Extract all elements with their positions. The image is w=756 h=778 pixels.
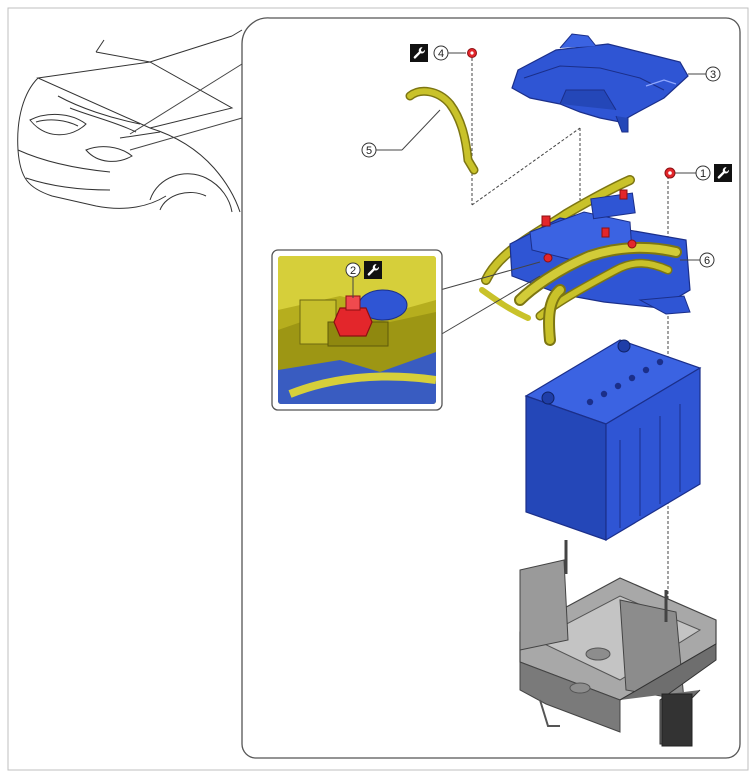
callout-6: 6 <box>680 252 715 268</box>
zoom-leader-upper <box>129 63 243 135</box>
battery-part <box>524 339 702 542</box>
detail-inset <box>271 249 541 411</box>
callout-2: 2 <box>345 261 382 279</box>
callout-1: 1 <box>675 164 732 182</box>
callout-4-number: 4 <box>438 48 444 60</box>
battery-tray-part <box>519 540 717 747</box>
nut-part-4 <box>467 48 477 58</box>
wrench-icon <box>714 164 732 182</box>
fuse-block-harness-part-6 <box>479 175 691 346</box>
nut-part-1 <box>664 167 676 179</box>
ground-cable-part-5 <box>405 86 479 175</box>
callout-2-number: 2 <box>350 265 356 277</box>
callout-1-number: 1 <box>700 168 706 180</box>
callout-3-number: 3 <box>710 69 716 81</box>
callout-5: 5 <box>361 109 441 158</box>
battery-cover-part <box>511 33 689 133</box>
wrench-icon <box>410 44 428 62</box>
callout-3: 3 <box>688 66 721 82</box>
wrench-icon <box>364 261 382 279</box>
callout-5-number: 5 <box>366 145 372 157</box>
zoom-leader-lower <box>129 117 243 151</box>
callout-4: 4 <box>410 44 466 62</box>
vehicle-outline <box>17 29 243 213</box>
callout-6-number: 6 <box>704 255 710 267</box>
